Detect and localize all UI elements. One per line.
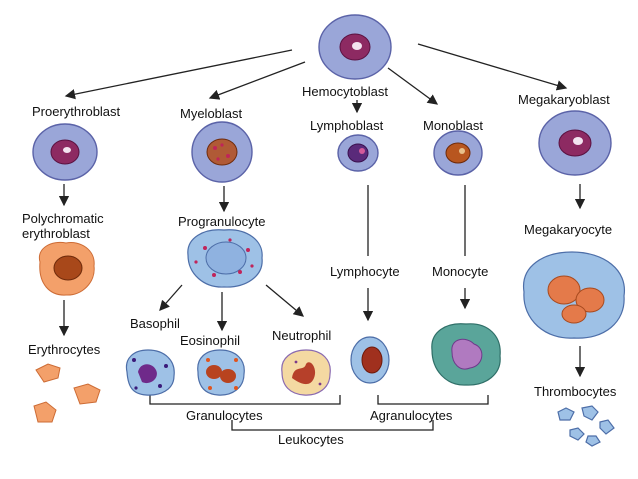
neutrophil-cell: [281, 349, 331, 396]
label-agranulocytes: Agranulocytes: [370, 408, 453, 423]
basophil-cell: [125, 349, 175, 396]
label-polychromatic-line1: Polychromatic: [22, 211, 104, 226]
label-leukocytes: Leukocytes: [278, 432, 344, 447]
myeloblast-cell: [191, 121, 253, 183]
monocyte-cell: [431, 323, 501, 386]
label-myeloblast: Myeloblast: [180, 106, 243, 121]
thrombocytes-cells: [557, 405, 615, 447]
erythrocytes-cells: [33, 363, 101, 423]
label-monoblast: Monoblast: [423, 118, 483, 133]
arrow-to-neutrophil: [265, 284, 304, 317]
polychromatic-erythroblast-cell: [38, 241, 95, 296]
label-monocyte: Monocyte: [432, 264, 489, 279]
eosinophil-cell: [197, 349, 245, 396]
agranulocytes-bracket: [377, 395, 489, 405]
label-hemocytoblast: Hemocytoblast: [302, 84, 388, 99]
label-megakaryocyte: Megakaryocyte: [524, 222, 613, 237]
label-polychromatic-line2: erythroblast: [22, 226, 90, 241]
leukocytes-bracket: [231, 420, 434, 431]
arrow-to-basophil: [159, 284, 183, 311]
label-lymphocyte: Lymphocyte: [330, 264, 400, 279]
arrow-to-megakaryoblast: [417, 43, 568, 91]
arrow-to-myeloblast: [208, 61, 306, 100]
label-eosinophil: Eosinophil: [180, 333, 240, 348]
lymphocyte-cell: [350, 336, 390, 384]
megakaryocyte-cell: [523, 251, 625, 339]
lymphoblast-cell: [337, 134, 379, 172]
monoblast-cell: [433, 130, 483, 176]
label-proerythroblast: Proerythroblast: [32, 104, 121, 119]
megakaryoblast-cell: [538, 110, 612, 176]
label-erythrocytes: Erythrocytes: [28, 342, 101, 357]
proerythroblast-cell: [32, 123, 98, 181]
label-megakaryoblast: Megakaryoblast: [518, 92, 610, 107]
arrow-to-monoblast: [387, 67, 439, 105]
label-neutrophil: Neutrophil: [272, 328, 332, 343]
hemocytoblast-cell: [318, 14, 392, 80]
progranulocyte-cell: [187, 229, 263, 288]
arrows: [58, 43, 586, 378]
brackets: [149, 395, 489, 431]
arrow-to-proerythroblast: [64, 49, 293, 100]
label-thrombocytes: Thrombocytes: [534, 384, 617, 399]
label-progranulocyte: Progranulocyte: [178, 214, 266, 229]
label-basophil: Basophil: [130, 316, 180, 331]
label-lymphoblast: Lymphoblast: [310, 118, 384, 133]
label-granulocytes: Granulocytes: [186, 408, 263, 423]
granulocytes-bracket: [149, 395, 341, 405]
